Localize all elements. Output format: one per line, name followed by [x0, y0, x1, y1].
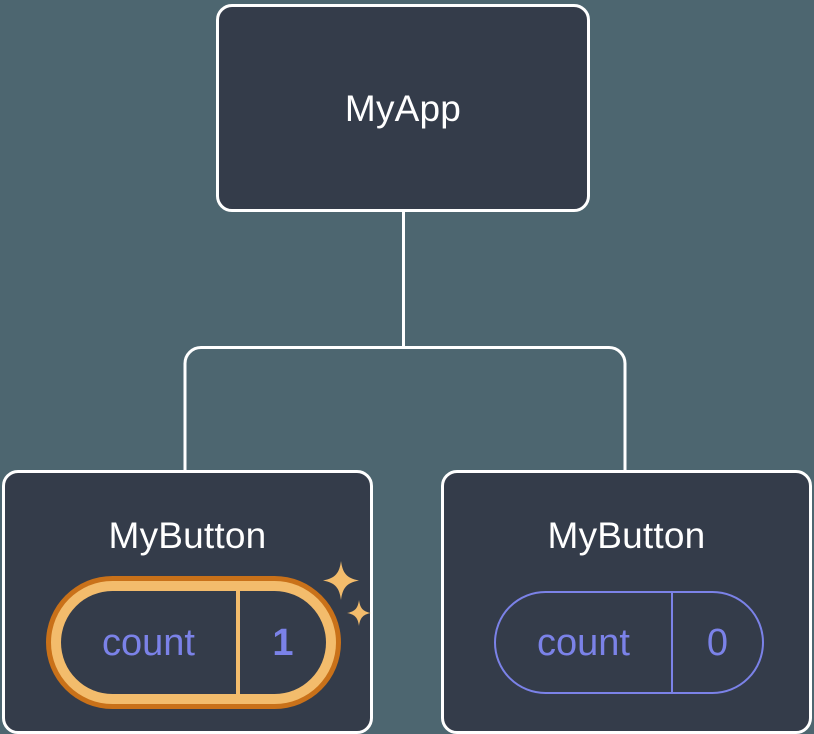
node-mybutton-right[interactable]: MyButton count 0: [441, 470, 812, 734]
state-pill-left-highlight-ring: count 1: [46, 576, 341, 709]
node-mybutton-right-label: MyButton: [547, 515, 706, 556]
state-pill-left-key-cell: count: [61, 591, 240, 694]
node-myapp-label: MyApp: [344, 87, 462, 129]
state-pill-left-value: 1: [272, 621, 294, 664]
state-pill-left-highlight-band: count 1: [51, 581, 336, 704]
node-mybutton-left-label: MyButton: [108, 515, 267, 556]
state-pill-right-key: count: [537, 621, 630, 664]
state-pill-right-key-cell: count: [496, 593, 673, 692]
state-pill-left-wrap: count 1: [46, 576, 341, 709]
state-pill-left-key: count: [102, 621, 195, 664]
state-pill-right-wrap: count 0: [494, 591, 764, 694]
connector-branch-left: [183, 346, 404, 471]
state-pill-right-value: 0: [706, 621, 729, 664]
sparkle-small-icon: [347, 600, 371, 626]
state-pill-left-value-cell: 1: [240, 591, 326, 694]
node-mybutton-left[interactable]: MyButton count 1: [2, 470, 373, 734]
node-myapp[interactable]: MyApp: [216, 4, 590, 212]
state-pill-right-value-cell: 0: [673, 593, 762, 692]
connector-branch-right: [403, 346, 627, 471]
state-pill-left[interactable]: count 1: [61, 591, 326, 694]
state-pill-right[interactable]: count 0: [494, 591, 764, 694]
